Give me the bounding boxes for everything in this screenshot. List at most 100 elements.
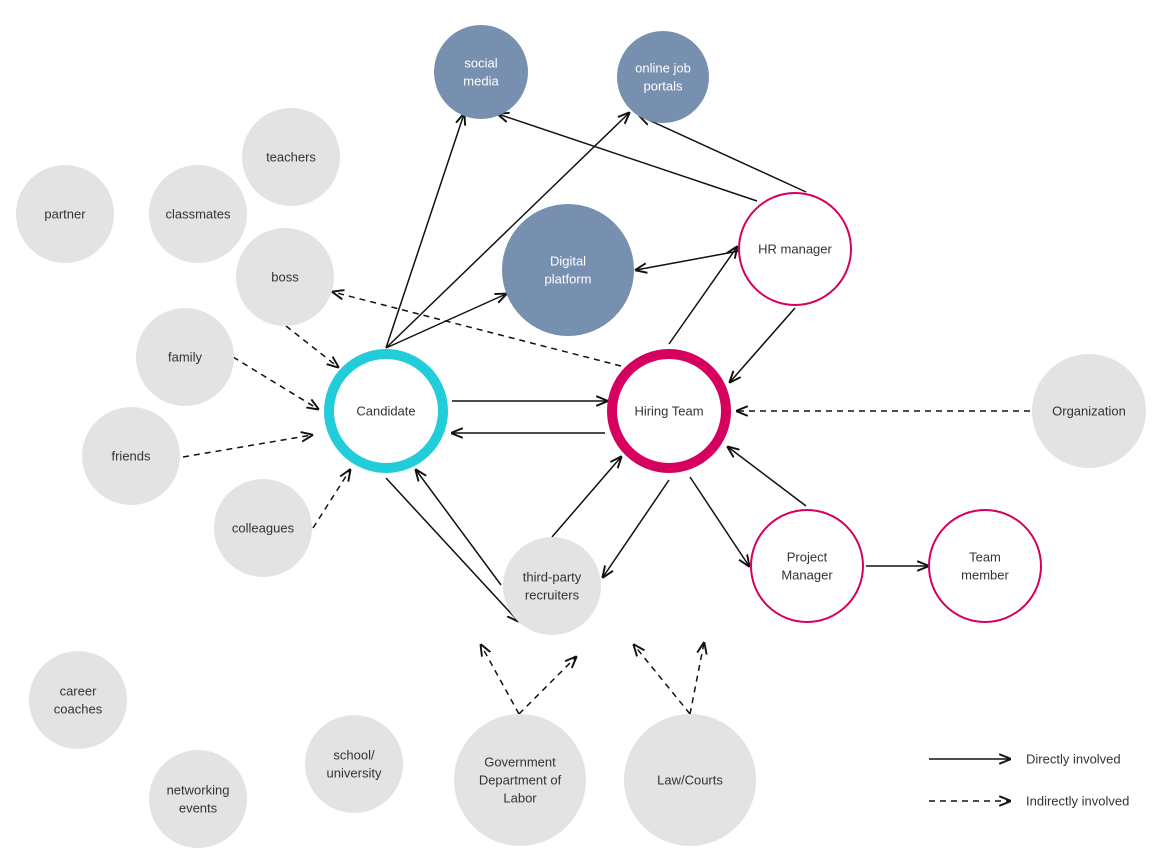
node-school-university: school/university	[305, 715, 403, 813]
edge-law-courts-to-third-party-recruiters	[634, 645, 691, 715]
node-digital-platform-label: platform	[545, 272, 592, 287]
node-social-media-label: social	[464, 56, 497, 71]
node-law-courts: Law/Courts	[624, 714, 756, 846]
node-partner-label: partner	[44, 207, 86, 222]
node-social-media-label: media	[463, 74, 499, 89]
edge-candidate-to-social-media	[385, 114, 464, 349]
node-classmates-circle	[149, 165, 247, 263]
edge-friends-to-candidate	[182, 435, 312, 458]
legend: Directly involved Indirectly involved	[929, 752, 1129, 809]
edge-government-department-of-labor-to-third-party-recruiters	[518, 657, 576, 715]
node-hr-manager-circle	[738, 192, 852, 306]
node-classmates-label: classmates	[165, 207, 231, 222]
edge-law-courts-to-hiring-team	[689, 643, 704, 715]
edge-hiring-team-to-boss	[333, 292, 622, 367]
node-law-courts-label: Law/Courts	[657, 773, 723, 788]
node-family-label: family	[168, 350, 202, 365]
node-organization-label: Organization	[1052, 404, 1126, 419]
edge-candidate-to-online-job-portals	[385, 113, 629, 349]
edge-hiring-team-to-hr-manager	[668, 247, 737, 345]
node-team-member-circle	[928, 509, 1042, 623]
edge-family-to-candidate	[232, 356, 318, 409]
node-online-job-portals-label: online job	[635, 61, 691, 76]
node-hiring-team: Hiring Team	[607, 349, 731, 473]
node-school-university-label: school/	[333, 748, 375, 763]
node-law-courts-circle	[624, 714, 756, 846]
node-family-circle	[136, 308, 234, 406]
edge-hiring-team-to-project-manager	[689, 476, 749, 566]
node-friends-label: friends	[111, 449, 151, 464]
node-networking-events-label: events	[179, 801, 218, 816]
node-third-party-recruiters-label: recruiters	[525, 588, 580, 603]
node-career-coaches-label: career	[60, 684, 98, 699]
node-candidate-circle	[324, 349, 448, 473]
node-team-member-label: Team	[969, 550, 1001, 565]
node-classmates: classmates	[149, 165, 247, 263]
edge-hr-manager-to-online-job-portals	[640, 116, 807, 193]
node-career-coaches-circle	[29, 651, 127, 749]
node-teachers-circle	[242, 108, 340, 206]
node-project-manager-circle	[750, 509, 864, 623]
node-candidate-label: Candidate	[356, 404, 415, 419]
node-third-party-recruiters-circle	[503, 537, 601, 635]
node-networking-events-circle	[149, 750, 247, 848]
node-networking-events: networking events	[149, 750, 247, 848]
node-teachers: teachers	[242, 108, 340, 206]
node-partner: partner	[16, 165, 114, 263]
node-hiring-team-label: Hiring Team	[634, 404, 703, 419]
node-online-job-portals-label: portals	[643, 79, 683, 94]
node-candidate: Candidate	[324, 349, 448, 473]
edge-colleagues-to-candidate	[312, 470, 350, 529]
edge-candidate-to-third-party-recruiters	[385, 477, 518, 621]
node-organization-circle	[1032, 354, 1146, 468]
node-third-party-recruiters-label: third-party	[523, 570, 582, 585]
node-project-manager-label: Manager	[781, 568, 833, 583]
node-teachers-label: teachers	[266, 150, 316, 165]
edge-hr-manager-to-social-media	[498, 114, 758, 202]
edge-hiring-team-to-third-party-recruiters	[603, 479, 670, 577]
node-colleagues: colleagues	[214, 479, 312, 577]
node-colleagues-label: colleagues	[232, 521, 295, 536]
node-school-university-circle	[305, 715, 403, 813]
node-boss: boss	[236, 228, 334, 326]
node-boss-label: boss	[271, 270, 299, 285]
legend-indirect-label: Indirectly involved	[1026, 794, 1129, 809]
node-career-coaches-label: coaches	[54, 702, 103, 717]
node-family: family	[136, 308, 234, 406]
node-networking-events-label: networking	[167, 783, 230, 798]
node-digital-platform-circle	[502, 204, 634, 336]
node-hr-manager-label: HR manager	[758, 242, 832, 257]
node-government-department-of-labor-label: Labor	[503, 791, 537, 806]
node-partner-circle	[16, 165, 114, 263]
node-layer: social media online job portalsDigitalplatf…	[16, 25, 1146, 848]
edge-layer	[182, 113, 1030, 715]
edge-third-party-recruiters-to-hiring-team	[551, 457, 621, 538]
node-government-department-of-labor-label: Department of	[479, 773, 562, 788]
node-boss-circle	[236, 228, 334, 326]
edge-government-department-of-labor-to-third-party-recruiters	[481, 645, 520, 715]
node-project-manager-label: Project	[787, 550, 828, 565]
node-government-department-of-labor-label: Government	[484, 755, 556, 770]
node-government-department-of-labor-circle	[454, 714, 586, 846]
legend-direct-label: Directly involved	[1026, 752, 1121, 767]
node-team-member-label: member	[961, 568, 1009, 583]
node-school-university-label: university	[327, 766, 382, 781]
node-hiring-team-circle	[607, 349, 731, 473]
node-colleagues-circle	[214, 479, 312, 577]
node-organization: Organization	[1032, 354, 1146, 468]
node-friends: friends	[82, 407, 180, 505]
edge-hr-manager-to-hiring-team	[730, 307, 796, 382]
edge-third-party-recruiters-to-candidate	[416, 470, 502, 586]
edge-boss-to-candidate	[285, 325, 338, 367]
node-third-party-recruiters: third-party recruiters	[503, 537, 601, 635]
node-team-member: Team member	[928, 509, 1042, 623]
node-social-media: social media	[434, 25, 528, 119]
node-online-job-portals-circle	[617, 31, 709, 123]
node-online-job-portals: online job portals	[617, 31, 709, 123]
edge-hr-manager-to-digital-platform	[636, 250, 740, 270]
